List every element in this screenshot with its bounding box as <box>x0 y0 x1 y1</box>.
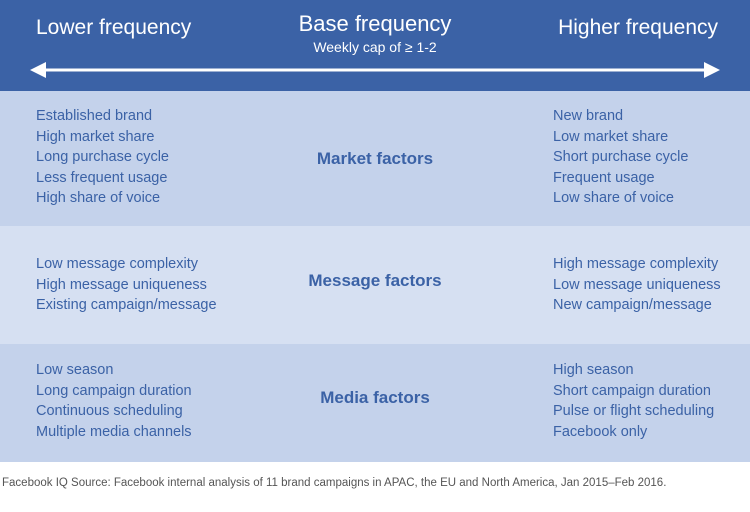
message-left-list: Low message complexity High message uniq… <box>36 254 217 316</box>
list-item: High share of voice <box>36 190 161 206</box>
list-item: Low share of voice <box>553 190 674 206</box>
list-item: Frequent usage <box>553 169 655 186</box>
list-item: High message uniqueness <box>36 276 207 293</box>
market-right-list: New brand Low market share Short purchas… <box>553 106 688 209</box>
source-footnote: Facebook IQ Source: Facebook internal an… <box>2 477 667 489</box>
media-factors-band: Low season Long campaign duration Contin… <box>0 344 750 462</box>
higher-frequency-label: Higher frequency <box>558 16 718 39</box>
header-bar: Lower frequency Base frequency Weekly ca… <box>0 0 750 91</box>
list-item: Low market share <box>553 128 669 145</box>
list-item: Less frequent usage <box>36 169 168 186</box>
message-right-list: High message complexity Low message uniq… <box>553 254 721 316</box>
list-item: Facebook only <box>553 423 648 440</box>
market-factors-band: Established brand High market share Long… <box>0 91 750 226</box>
base-frequency-subtitle: Weekly cap of ≥ 1-2 <box>313 39 437 55</box>
list-item: Short purchase cycle <box>553 149 689 165</box>
message-factors-title: Message factors <box>308 271 442 290</box>
list-item: High message complexity <box>553 256 719 272</box>
list-item: New brand <box>553 108 624 124</box>
list-item: New campaign/message <box>553 297 712 313</box>
list-item: Established brand <box>36 108 153 124</box>
list-item: High season <box>553 362 634 378</box>
list-item: Low message uniqueness <box>553 276 721 293</box>
market-left-list: Established brand High market share Long… <box>36 106 169 209</box>
message-factors-band: Low message complexity High message uniq… <box>0 226 750 344</box>
list-item: Pulse or flight scheduling <box>553 403 715 419</box>
media-left-list: Low season Long campaign duration Contin… <box>36 360 192 442</box>
list-item: Low season <box>36 362 114 378</box>
list-item: Long purchase cycle <box>36 149 169 165</box>
media-factors-title: Media factors <box>320 388 430 407</box>
list-item: Short campaign duration <box>553 382 711 399</box>
list-item: Low message complexity <box>36 256 198 272</box>
list-item: Multiple media channels <box>36 423 192 440</box>
list-item: Long campaign duration <box>36 382 192 399</box>
media-right-list: High season Short campaign duration Puls… <box>553 360 714 442</box>
list-item: Existing campaign/message <box>36 297 217 313</box>
market-factors-title: Market factors <box>316 149 434 168</box>
list-item: High market share <box>36 128 155 145</box>
base-frequency-block: Base frequency Weekly cap of ≥ 1-2 <box>0 11 750 56</box>
double-arrow-icon <box>30 62 720 78</box>
list-item: Continuous scheduling <box>36 403 183 419</box>
lower-frequency-label: Lower frequency <box>36 16 192 39</box>
base-frequency-title: Base frequency <box>298 11 452 36</box>
